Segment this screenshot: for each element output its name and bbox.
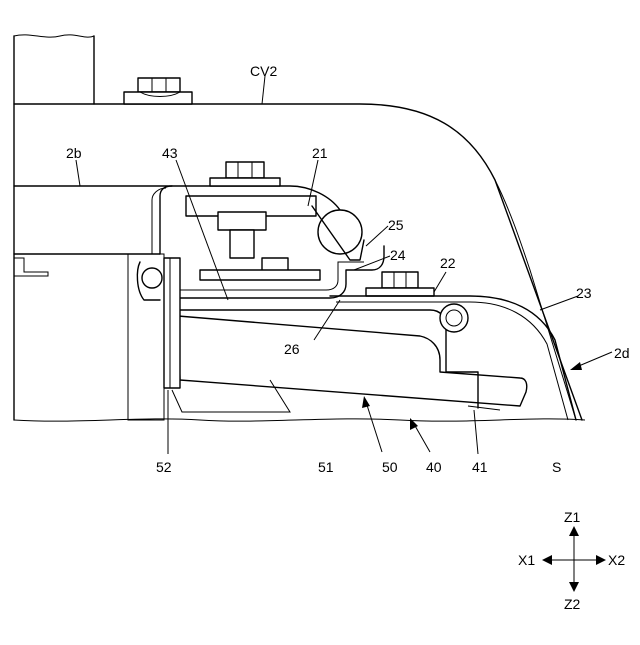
leader-41 [474, 410, 478, 454]
label-25: 25 [388, 217, 404, 233]
part-51 [178, 316, 527, 406]
bottom-break-line [14, 419, 585, 421]
label-41: 41 [472, 459, 488, 475]
arrow-right-icon [596, 555, 606, 565]
label-21: 21 [312, 145, 328, 161]
axis-label-x2: X2 [608, 552, 625, 568]
bolt-21-assembly [186, 162, 362, 258]
axis-label-x1: X1 [518, 552, 535, 568]
label-40: 40 [426, 459, 442, 475]
arrow-40 [410, 418, 430, 452]
leader-25 [366, 226, 388, 246]
cover-cv2 [14, 104, 582, 420]
axis-indicator: Z1 Z2 X1 X2 [518, 509, 625, 612]
top-break-line [14, 35, 94, 37]
bracket-43 [160, 186, 172, 254]
bolt-mid-assembly [200, 258, 320, 280]
label-50: 50 [382, 459, 398, 475]
arrow-left-icon [542, 555, 552, 565]
axis-label-z1: Z1 [564, 509, 581, 525]
label-52: 52 [156, 459, 172, 475]
holder-40 [178, 310, 478, 408]
label-s: S [552, 459, 561, 475]
label-24: 24 [390, 247, 406, 263]
arrow-50 [362, 396, 382, 452]
label-26: 26 [284, 341, 300, 357]
label-cv2: CV2 [250, 63, 277, 79]
label-2b: 2b [66, 145, 82, 161]
label-43: 43 [162, 145, 178, 161]
arrow-down-icon [569, 582, 579, 592]
leader-22 [434, 272, 446, 292]
label-2d: 2d [614, 345, 630, 361]
cover-cv2-inner [495, 180, 576, 420]
bolt-22 [366, 272, 434, 296]
label-23: 23 [576, 285, 592, 301]
arrow-2d [570, 352, 612, 370]
leader-23 [540, 296, 578, 310]
leader-26 [314, 300, 340, 340]
axis-label-z2: Z2 [564, 596, 581, 612]
arrow-up-icon [569, 526, 579, 536]
leader-2b [76, 160, 80, 186]
bushing [440, 304, 468, 332]
label-22: 22 [440, 255, 456, 271]
label-51: 51 [318, 459, 334, 475]
part-52 [164, 258, 180, 388]
leader-24 [354, 256, 390, 270]
top-bolt [124, 78, 192, 104]
leader-cv2 [262, 76, 265, 104]
